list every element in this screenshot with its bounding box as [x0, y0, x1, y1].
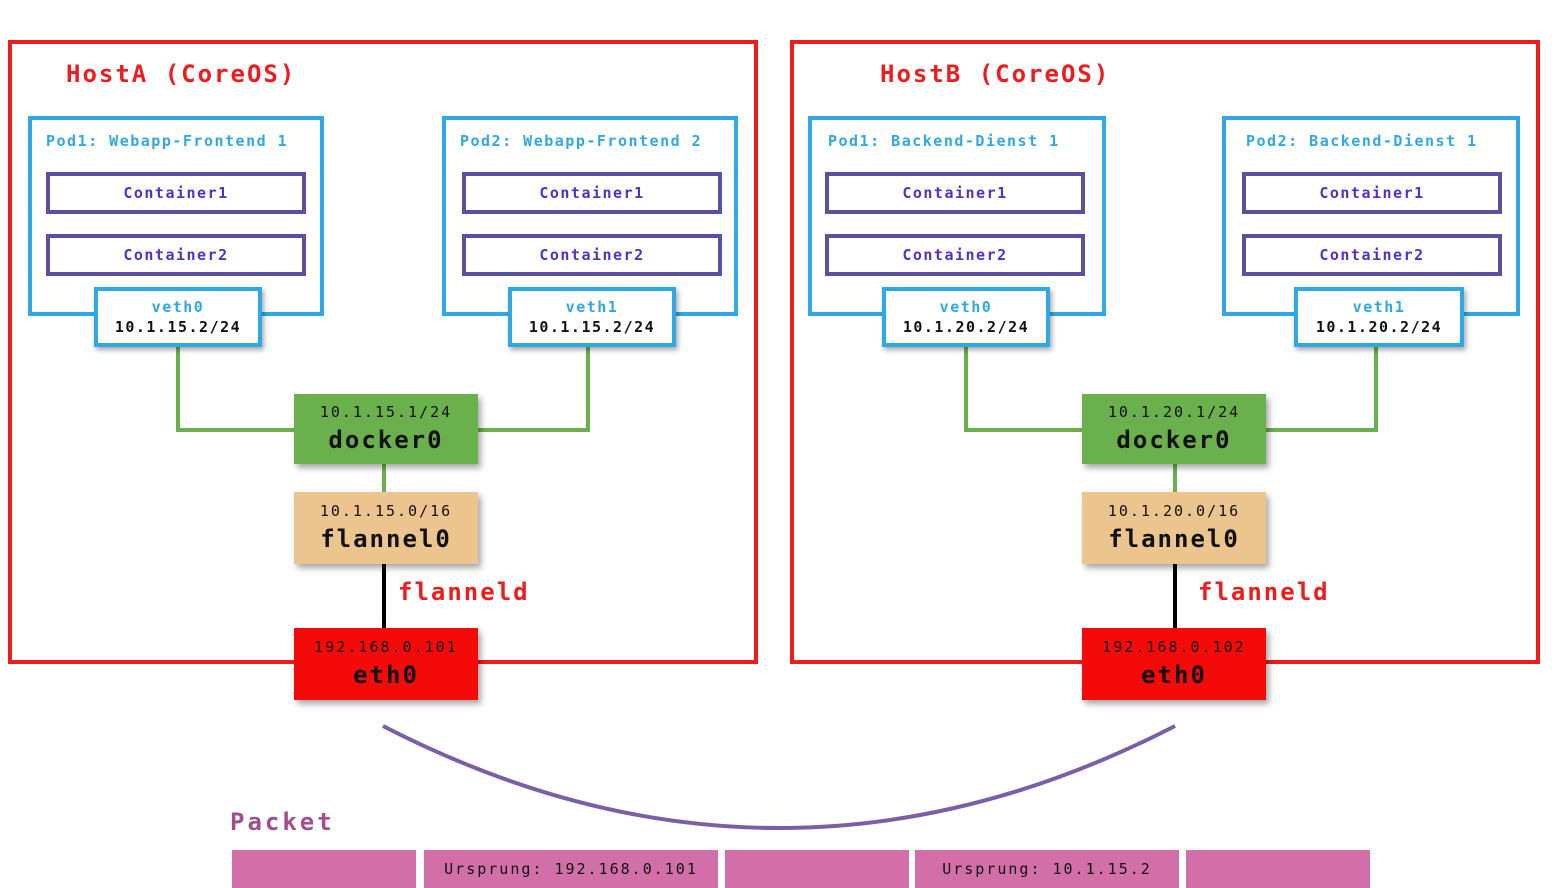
host-b-pod2-container2: Container2: [1242, 234, 1502, 276]
host-b-pod1-container2: Container2: [825, 234, 1085, 276]
host-b-pod1-container1: Container1: [825, 172, 1085, 214]
veth-name: veth0: [939, 298, 993, 316]
link-hosta-pod1-docker: [176, 346, 296, 432]
flannel0-ip: 10.1.15.0/16: [319, 502, 453, 520]
host-a-pod1-veth: veth0 10.1.15.2/24: [94, 287, 262, 347]
host-b-flannel0: 10.1.20.0/16 flannel0: [1082, 492, 1266, 564]
host-a-pod2-veth: veth1 10.1.15.2/24: [508, 287, 676, 347]
veth-name: veth0: [151, 298, 205, 316]
docker0-name: docker0: [1116, 426, 1232, 454]
host-b-docker0: 10.1.20.1/24 docker0: [1082, 394, 1266, 464]
packet-segment-5: [1186, 850, 1370, 888]
veth-ip: 10.1.20.2/24: [902, 318, 1030, 336]
eth0-ip: 192.168.0.101: [314, 638, 458, 656]
host-a-pod2-title: Pod2: Webapp-Frontend 2: [460, 132, 703, 150]
eth0-name: eth0: [1141, 661, 1207, 689]
packet-segment-3: [725, 850, 909, 888]
docker0-ip: 10.1.15.1/24: [319, 403, 453, 421]
host-a-pod1-container1: Container1: [46, 172, 306, 214]
host-a-eth0: 192.168.0.101 eth0: [294, 628, 478, 700]
docker0-ip: 10.1.20.1/24: [1107, 403, 1241, 421]
packet-segment-1: [232, 850, 416, 888]
veth-ip: 10.1.15.2/24: [114, 318, 242, 336]
flannel0-ip: 10.1.20.0/16: [1107, 502, 1241, 520]
host-a-pod2-container2: Container2: [462, 234, 722, 276]
veth-name: veth1: [565, 298, 619, 316]
tunnel-arc: [382, 724, 1176, 830]
host-b-pod1-veth: veth0 10.1.20.2/24: [882, 287, 1050, 347]
host-a-pod2: [442, 116, 738, 316]
host-a-title: HostA (CoreOS): [66, 60, 297, 88]
host-a-pod1: [28, 116, 324, 316]
link-hostb-pod1-docker: [964, 346, 1082, 432]
flannel0-name: flannel0: [1108, 525, 1240, 553]
host-b-pod2: [1222, 116, 1520, 316]
packet-label: Packet: [230, 808, 335, 836]
host-b-title: HostB (CoreOS): [880, 60, 1111, 88]
veth-ip: 10.1.20.2/24: [1315, 318, 1443, 336]
host-b-pod2-veth: veth1 10.1.20.2/24: [1294, 287, 1464, 347]
docker0-name: docker0: [328, 426, 444, 454]
host-b-eth0: 192.168.0.102 eth0: [1082, 628, 1266, 700]
veth-ip: 10.1.15.2/24: [528, 318, 656, 336]
host-a-flannel0: 10.1.15.0/16 flannel0: [294, 492, 478, 564]
link-hostb-pod2-docker: [1266, 346, 1378, 432]
link-hosta-pod2-docker: [478, 346, 590, 432]
veth-name: veth1: [1352, 298, 1406, 316]
host-a-pod1-title: Pod1: Webapp-Frontend 1: [46, 132, 289, 150]
eth0-name: eth0: [353, 661, 419, 689]
host-a-pod2-container1: Container1: [462, 172, 722, 214]
host-a-flanneld-label: flanneld: [398, 578, 530, 606]
host-a-pod1-container2: Container2: [46, 234, 306, 276]
host-a-docker0: 10.1.15.1/24 docker0: [294, 394, 478, 464]
packet-segment-4: Ursprung: 10.1.15.2: [915, 850, 1179, 888]
host-b-flanneld-label: flanneld: [1198, 578, 1330, 606]
host-b-pod1-title: Pod1: Backend-Dienst 1: [828, 132, 1060, 150]
flannel0-name: flannel0: [320, 525, 452, 553]
eth0-ip: 192.168.0.102: [1102, 638, 1246, 656]
host-b-pod2-container1: Container1: [1242, 172, 1502, 214]
packet-segment-2: Ursprung: 192.168.0.101: [424, 850, 718, 888]
host-b-pod2-title: Pod2: Backend-Dienst 1: [1246, 132, 1478, 150]
